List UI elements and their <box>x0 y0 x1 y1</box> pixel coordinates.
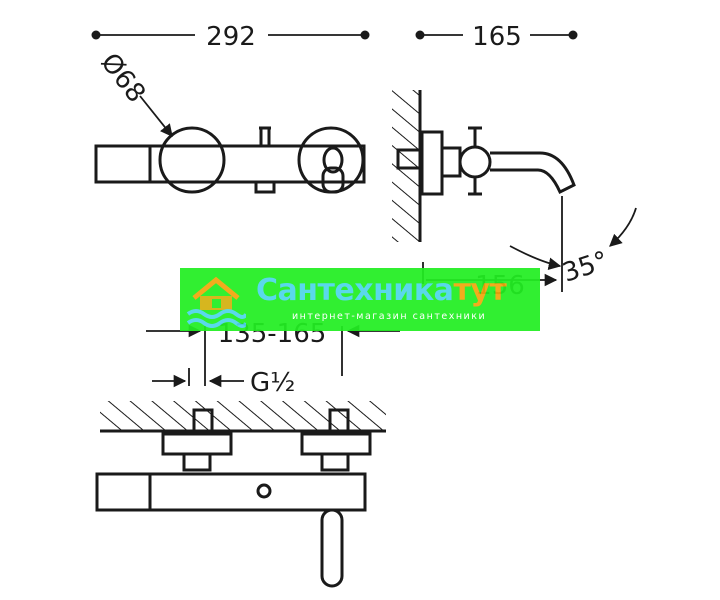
watermark-brand-accent: тут <box>453 273 507 308</box>
dimension-overall-length: 292 <box>91 22 370 52</box>
watermark-brand: Сантехникатут <box>256 273 507 308</box>
front-view <box>94 126 366 194</box>
depth-label: 165 <box>472 22 522 52</box>
side-view <box>392 90 576 242</box>
dimension-escutcheon-diameter: Ø68 <box>94 48 173 137</box>
shop-watermark-banner: Сантехникатут интернет-магазин сантехник… <box>180 268 540 331</box>
spout-angle-label: 35° <box>559 246 612 289</box>
plan-view <box>95 401 386 588</box>
thread-label: G½ <box>250 368 295 398</box>
watermark-brand-main: Сантехника <box>256 273 454 308</box>
dimension-thread: G½ <box>152 368 295 398</box>
house-waves-logo-icon <box>186 276 246 328</box>
overall-length-label: 292 <box>206 22 256 52</box>
watermark-tagline: интернет-магазин сантехники <box>292 311 487 322</box>
dimension-depth: 165 <box>415 22 578 52</box>
